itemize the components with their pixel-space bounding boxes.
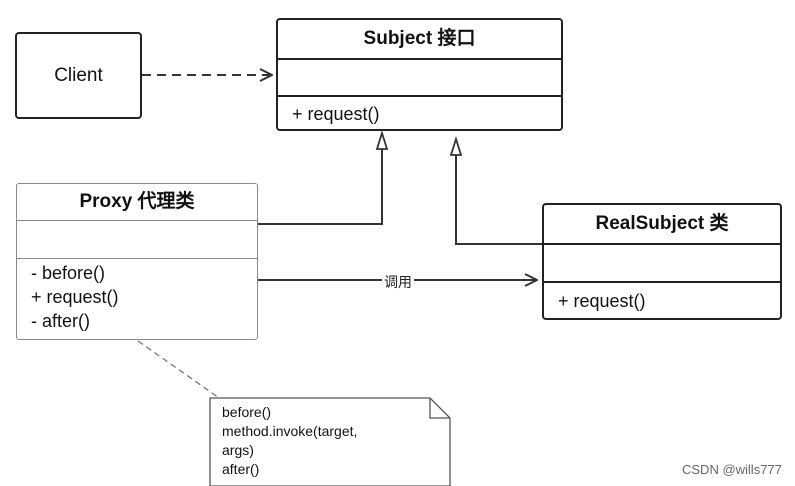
proxy-operation-request: + request() (31, 287, 119, 307)
proxy-class-box: Proxy 代理类 - before() + request() - after… (16, 183, 258, 340)
subject-class-box: Subject 接口 + request() (276, 18, 563, 131)
note-fold (429, 398, 450, 419)
proxy-attributes (17, 220, 257, 258)
realsubject-operation: + request() (558, 291, 646, 311)
realsubject-realization-arrowhead (449, 135, 463, 156)
note-line-3: args) (222, 442, 254, 458)
proxy-operations: - before() + request() - after() (17, 258, 257, 333)
subject-attributes (278, 58, 561, 95)
note-line-4: after() (222, 461, 260, 477)
subject-title: Subject 接口 (363, 28, 476, 49)
proxy-operation-after: - after() (31, 311, 91, 331)
subject-operations: + request() (278, 95, 561, 126)
proxy-operation-before: - before() (31, 263, 106, 283)
note-shape (209, 397, 451, 486)
realsubject-operations: + request() (544, 281, 780, 313)
realsubject-class-box: RealSubject 类 + request() (542, 203, 782, 320)
call-label: 调用 (382, 272, 414, 292)
proxy-to-subject-realization (258, 145, 383, 225)
realsubject-title: RealSubject 类 (595, 213, 729, 234)
realsubject-to-subject-realization (455, 152, 542, 245)
proxy-realization-arrowhead (375, 129, 389, 150)
client-box: Client (15, 32, 142, 119)
note-line-2: method.invoke(target, (222, 423, 358, 439)
proxy-note-link (137, 340, 223, 401)
subject-operation: + request() (292, 104, 380, 124)
realsubject-attributes (544, 243, 780, 281)
client-label: Client (54, 64, 103, 86)
watermark: CSDN @wills777 (682, 462, 782, 477)
note-line-1: before() (222, 404, 272, 420)
proxy-title: Proxy 代理类 (79, 191, 195, 212)
